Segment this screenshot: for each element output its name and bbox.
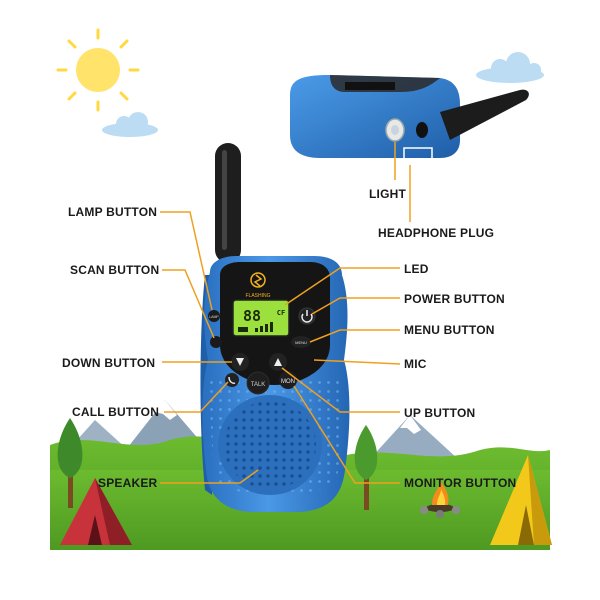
call-icon <box>228 376 236 384</box>
radio-top-view <box>290 75 529 165</box>
campfire-icon <box>420 480 460 518</box>
label-mic: MIC <box>404 357 427 371</box>
leader-lines-inset <box>394 142 411 222</box>
walkie-talkie: FLASHING 88 CF LAMP MENU <box>200 143 350 512</box>
talk-button-label: TALK <box>251 382 266 388</box>
power-icon <box>301 313 313 323</box>
label-call-button: CALL BUTTON <box>72 405 160 419</box>
menu-button-label: MENU <box>295 340 307 345</box>
label-light: LIGHT <box>369 187 406 201</box>
mic-hole <box>310 358 314 362</box>
lamp-button[interactable] <box>208 310 220 322</box>
cloud-icon <box>476 52 544 83</box>
sun-icon <box>56 28 140 112</box>
antenna-top-view <box>440 89 529 140</box>
call-button[interactable] <box>225 373 239 387</box>
label-monitor-button: MONITOR BUTTON <box>404 476 517 490</box>
talk-button[interactable] <box>246 371 270 395</box>
label-speaker: SPEAKER <box>98 476 158 490</box>
label-headphone-plug: HEADPHONE PLUG <box>378 226 495 240</box>
label-led: LED <box>404 262 429 276</box>
tree-icon <box>354 425 378 510</box>
signal-bars-icon <box>255 322 273 332</box>
monitor-button-label: MON <box>281 379 295 385</box>
lamp-button-label: LAMP <box>209 315 219 319</box>
menu-button[interactable] <box>291 336 311 348</box>
cloud-icon <box>102 112 158 137</box>
label-lamp-button: LAMP BUTTON <box>68 205 158 219</box>
headphone-jack-icon <box>416 122 428 138</box>
lcd-indicator: CF <box>277 309 285 317</box>
tent-icon-left <box>60 478 132 545</box>
tree-icon <box>57 418 83 508</box>
label-scan-button: SCAN BUTTON <box>70 263 160 277</box>
brand-name: FLASHING <box>245 293 270 299</box>
antenna <box>215 143 241 263</box>
label-power-button: POWER BUTTON <box>404 292 505 306</box>
label-menu-button: MENU BUTTON <box>404 323 495 337</box>
lcd-channel-digits: 88 <box>243 307 261 325</box>
flashing-logo-icon <box>250 272 266 288</box>
down-arrow-icon <box>236 358 244 366</box>
label-down-button: DOWN BUTTON <box>62 356 156 370</box>
scan-button[interactable] <box>210 336 222 348</box>
label-up-button: UP BUTTON <box>404 406 476 420</box>
tent-icon-right <box>490 455 552 545</box>
leader-lines-main <box>160 211 401 484</box>
up-arrow-icon <box>274 358 282 366</box>
